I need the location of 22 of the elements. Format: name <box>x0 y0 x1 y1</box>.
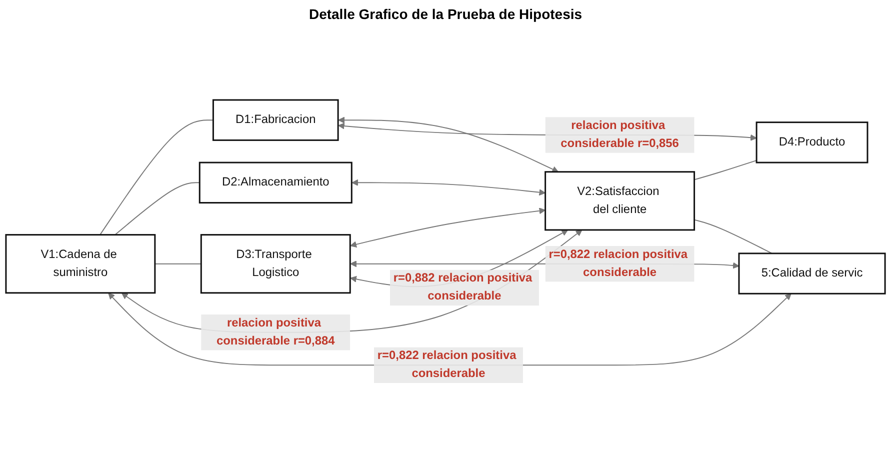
node-box: D2:Almacenamiento <box>198 162 352 204</box>
node-box: V2:Satisfaccion del cliente <box>544 171 696 231</box>
arrow <box>350 208 546 248</box>
edge-label: relacion positiva considerable r=0,856 <box>560 119 679 150</box>
node-box: 5:Calidad de servic <box>738 252 886 294</box>
diagram-title: Detalle Grafico de la Prueba de Hipotesis <box>308 6 584 22</box>
arrow <box>108 292 792 366</box>
connector <box>154 263 202 264</box>
edge-label: r=0,822 relacion positiva considerable <box>377 350 516 380</box>
arrow <box>338 116 559 172</box>
node-box: V1:Cadena de suministro <box>5 234 156 294</box>
connector <box>100 120 214 236</box>
edge-label: r=0,822 relacion positiva considerable <box>548 248 688 279</box>
node-box: D1:Fabricacion <box>212 99 339 141</box>
node-box: D3:Transporte Logistico <box>200 234 351 294</box>
arrow <box>352 179 546 196</box>
edge-label: relacion positiva considerable r=0,884 <box>216 316 335 348</box>
edge-label: r=0,882 relacion positiva considerable <box>393 272 532 303</box>
connector <box>694 160 758 180</box>
node-box: D4:Producto <box>756 122 868 164</box>
connector <box>114 182 200 236</box>
connector <box>694 219 773 254</box>
